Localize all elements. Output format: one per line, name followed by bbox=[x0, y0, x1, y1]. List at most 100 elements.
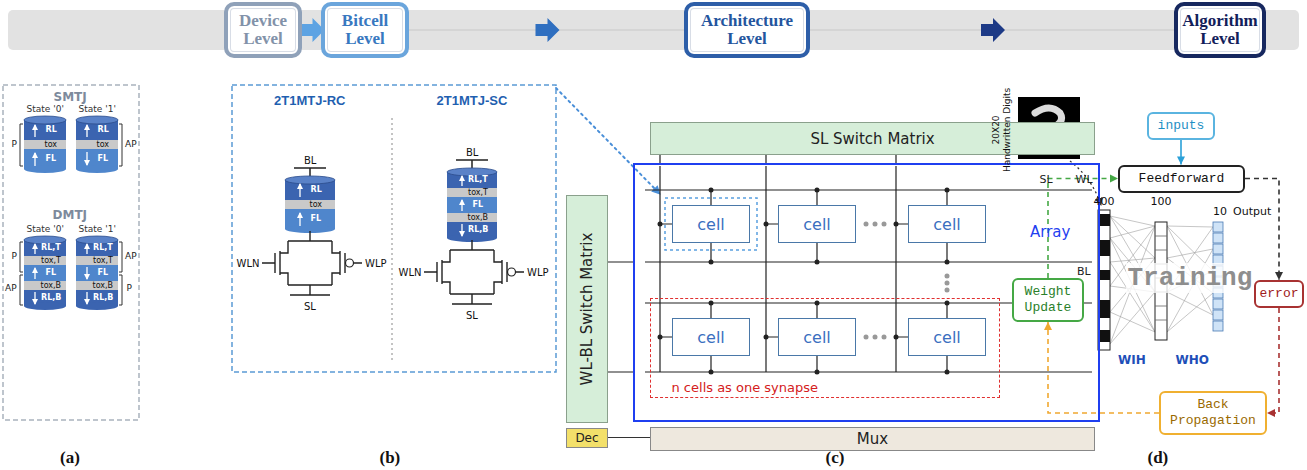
layer-size: 400 bbox=[1094, 196, 1115, 208]
layer-label: tox,B bbox=[93, 282, 114, 290]
smtj-stack bbox=[20, 116, 122, 173]
dmtj-stack bbox=[20, 236, 122, 310]
cell-type: 2T1MTJ-RC bbox=[274, 93, 346, 108]
layer-label: tox,B bbox=[41, 282, 62, 290]
dmtj-stack bbox=[86, 267, 87, 279]
switch-matrix: SL Switch Matrix bbox=[650, 122, 1095, 155]
layer-label: RL bbox=[311, 186, 322, 194]
signal-name: SL bbox=[466, 310, 478, 321]
layer-name: Output bbox=[1233, 206, 1271, 218]
panel-letter: (a) bbox=[60, 448, 80, 468]
arrow-head bbox=[1044, 322, 1052, 330]
weight-name: WIH bbox=[1118, 354, 1146, 367]
signal-name: WLN bbox=[237, 258, 260, 269]
smtj-stack bbox=[24, 140, 66, 149]
top-band bbox=[8, 10, 1299, 50]
stage-arrow bbox=[409, 18, 684, 42]
bitcell-sc bbox=[424, 240, 524, 304]
signal-name: BL bbox=[1077, 266, 1091, 278]
matrix-name: SL Switch Matrix bbox=[810, 130, 934, 148]
bitcell-box: cell bbox=[672, 318, 750, 356]
dmtj-stack bbox=[76, 281, 118, 290]
wire-junction bbox=[815, 188, 820, 193]
process-box: error bbox=[1254, 280, 1304, 308]
level-name: Algorithm Level bbox=[1178, 12, 1262, 48]
step-name: inputs bbox=[1158, 118, 1205, 134]
ellipsis-dots bbox=[945, 288, 950, 293]
layer-label: tox,T bbox=[41, 257, 61, 265]
wire-junction bbox=[709, 260, 714, 265]
signal-name: WLN bbox=[399, 267, 422, 278]
output-layer bbox=[1213, 299, 1223, 309]
layer-label: RL,T bbox=[93, 244, 113, 252]
signal-name: BL bbox=[466, 147, 478, 158]
cell-highlight bbox=[665, 198, 757, 250]
zoom-leader bbox=[556, 88, 660, 194]
input-box: inputs bbox=[1147, 112, 1215, 140]
mux-name: Mux bbox=[857, 430, 888, 448]
arrow-head bbox=[1275, 272, 1283, 280]
synapse-group: n cells as one synapsecellcellcell bbox=[650, 298, 1000, 398]
bitcell-box: cell bbox=[672, 205, 750, 243]
bitcell-sc bbox=[424, 160, 524, 304]
wire-junction bbox=[709, 301, 714, 306]
panel-frame bbox=[3, 85, 556, 420]
wire-junction bbox=[815, 370, 820, 375]
dmtj-stack bbox=[20, 242, 122, 305]
smtj-stack bbox=[24, 165, 66, 173]
device-type: DMTJ bbox=[53, 209, 88, 222]
alignment-label: P bbox=[127, 284, 132, 294]
level-name: Bitcell Level bbox=[325, 12, 405, 48]
array-wiring bbox=[608, 155, 1092, 372]
wire-junction bbox=[764, 222, 769, 227]
dmtj-stack bbox=[24, 281, 66, 290]
switch-matrix: WL-BL Switch Matrix bbox=[566, 195, 608, 423]
smtj-stack bbox=[34, 153, 35, 166]
array-wiring bbox=[608, 155, 1092, 372]
ellipsis-dots bbox=[864, 222, 869, 227]
layer-label: RL,B bbox=[468, 226, 488, 234]
signal-name: BL bbox=[304, 155, 316, 166]
layer-label: RL bbox=[98, 126, 109, 134]
flow-arrow bbox=[1177, 140, 1185, 165]
dmtj-stack bbox=[34, 268, 35, 279]
mux-box: Mux bbox=[650, 427, 1095, 451]
step-name: Feedforward bbox=[1139, 171, 1225, 187]
matrix-name: WL-BL Switch Matrix bbox=[578, 233, 596, 386]
panel-letter: (c) bbox=[826, 448, 845, 468]
smtj-stack bbox=[76, 140, 118, 149]
level-chip: Architecture Level bbox=[684, 2, 810, 58]
bitcell-box: cell bbox=[908, 318, 986, 356]
cell-name: cell bbox=[697, 215, 725, 234]
level-chip: Device Level bbox=[224, 2, 302, 58]
signal-name: SL bbox=[1040, 174, 1053, 186]
smtj-stack bbox=[34, 125, 35, 137]
bitcell-rc bbox=[299, 213, 300, 226]
wire-junction bbox=[945, 301, 950, 306]
bitcell-sc bbox=[508, 268, 516, 276]
panel-letter: (b) bbox=[380, 448, 401, 468]
level-chip: Algorithm Level bbox=[1174, 2, 1266, 58]
dmtj-stack bbox=[34, 244, 35, 254]
arrow-head bbox=[1177, 157, 1185, 165]
output-layer bbox=[1213, 222, 1223, 232]
dmtj-stack bbox=[24, 302, 66, 310]
alignment-label: P bbox=[12, 252, 17, 262]
decoder-box: Dec bbox=[566, 428, 608, 448]
process-box: Back Propagation bbox=[1159, 391, 1267, 435]
layer-label: FL bbox=[473, 201, 484, 209]
connector-line bbox=[1048, 322, 1159, 413]
state-label: State '1' bbox=[79, 225, 116, 235]
ellipsis-dots bbox=[945, 281, 950, 286]
ellipsis-dots bbox=[873, 335, 878, 340]
wire-junction bbox=[764, 335, 769, 340]
wire-junction bbox=[815, 260, 820, 265]
dmtj-stack bbox=[86, 244, 87, 254]
bitcell-box: cell bbox=[908, 205, 986, 243]
bitcell-sc bbox=[461, 176, 462, 186]
output-layer bbox=[1213, 321, 1223, 331]
layer-label: FL bbox=[98, 269, 109, 277]
bitcell-rc bbox=[262, 231, 362, 295]
